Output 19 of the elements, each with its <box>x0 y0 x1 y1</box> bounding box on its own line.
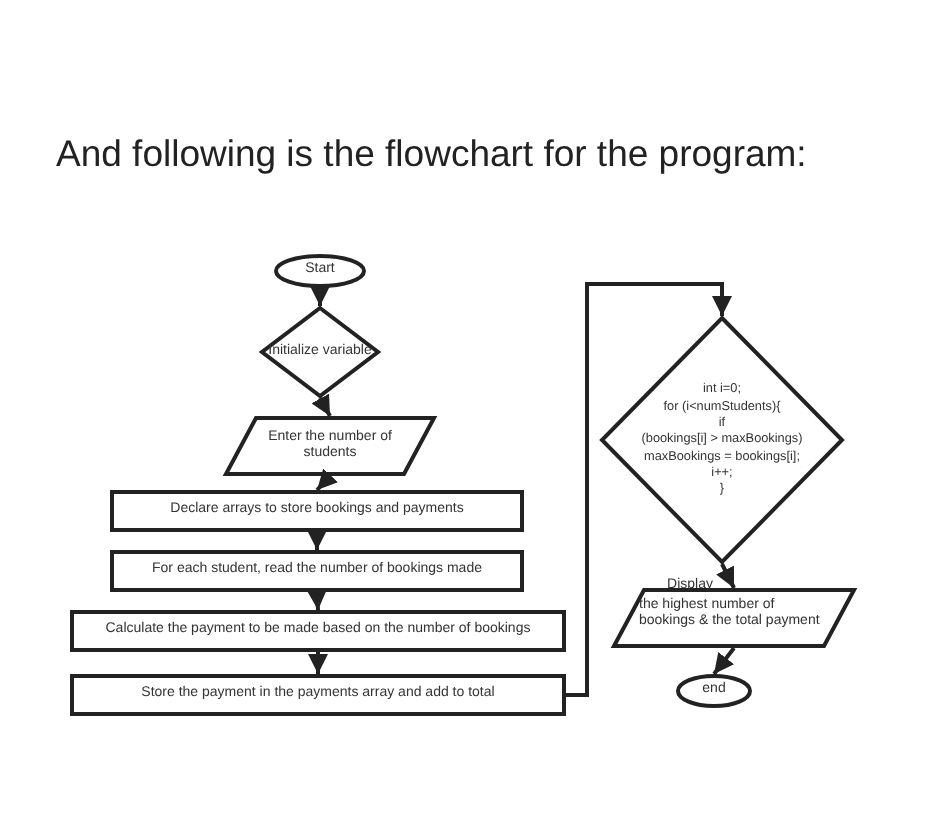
process-box <box>110 550 524 592</box>
process-box <box>70 610 566 652</box>
arrow <box>315 468 338 492</box>
arrow <box>311 393 332 417</box>
arrow <box>712 646 736 676</box>
input-parallelogram <box>224 416 436 476</box>
arrow <box>566 282 732 697</box>
decision-diamond <box>260 306 380 398</box>
heading: And following is the flowchart for the program: <box>56 132 807 176</box>
start-terminal <box>274 254 366 288</box>
arrow <box>716 563 736 589</box>
arrow <box>306 589 327 611</box>
arrow <box>307 530 327 550</box>
loop-decision-diamond <box>600 316 844 564</box>
end-terminal <box>676 674 752 708</box>
process-box <box>110 490 524 532</box>
arrow <box>310 286 330 306</box>
process-box <box>70 674 566 716</box>
arrow <box>308 652 328 674</box>
